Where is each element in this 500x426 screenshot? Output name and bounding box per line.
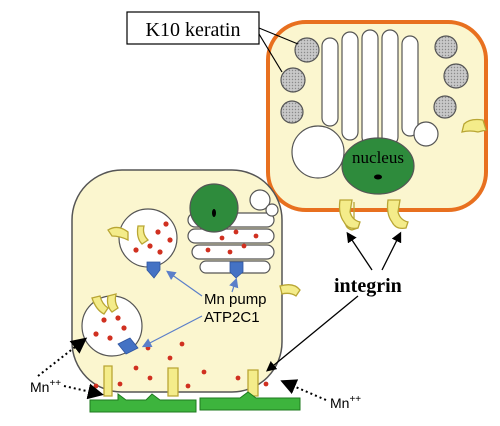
k10-keratin-callout: K10 keratin: [126, 11, 299, 73]
k10-keratin-label: K10 keratin: [146, 19, 241, 41]
mn-influx-right: Mn++: [280, 379, 361, 411]
upper-vesicle-large: [291, 125, 345, 179]
mn-left-label: Mn: [30, 379, 49, 395]
mn-pump-label-line2: ATP2C1: [204, 309, 260, 326]
mn-pump-callout: Mn pump ATP2C1: [141, 270, 267, 348]
mn-pumps: [117, 261, 244, 355]
nucleolus: [374, 174, 382, 180]
mn-pump-label-line1: Mn pump: [204, 291, 267, 308]
upper-vesicle-small: [413, 121, 439, 147]
mn-right-label: Mn: [330, 395, 349, 411]
svg-text:Mn++: Mn++: [30, 378, 61, 395]
upper-cell: nucleus: [266, 20, 488, 231]
lower-nucleolus: [212, 209, 216, 217]
lower-nucleus: [189, 183, 239, 233]
nucleus-label: nucleus: [352, 148, 404, 167]
endoplasmic-reticulum: [321, 29, 419, 146]
extracellular-matrix: [89, 391, 301, 413]
nucleus: [341, 137, 415, 195]
mn-left-charge: ++: [49, 378, 61, 389]
lower-cell: [71, 169, 301, 397]
mn-right-charge: ++: [349, 394, 361, 405]
upper-integrins: [338, 118, 487, 231]
lower-integrins: [91, 225, 301, 397]
integrin-label: integrin: [334, 275, 402, 297]
mn-influx-left: Mn++: [30, 337, 104, 400]
keratin-granules: [280, 35, 469, 124]
integrin-callout: integrin: [265, 231, 402, 372]
svg-text:Mn++: Mn++: [330, 394, 361, 411]
